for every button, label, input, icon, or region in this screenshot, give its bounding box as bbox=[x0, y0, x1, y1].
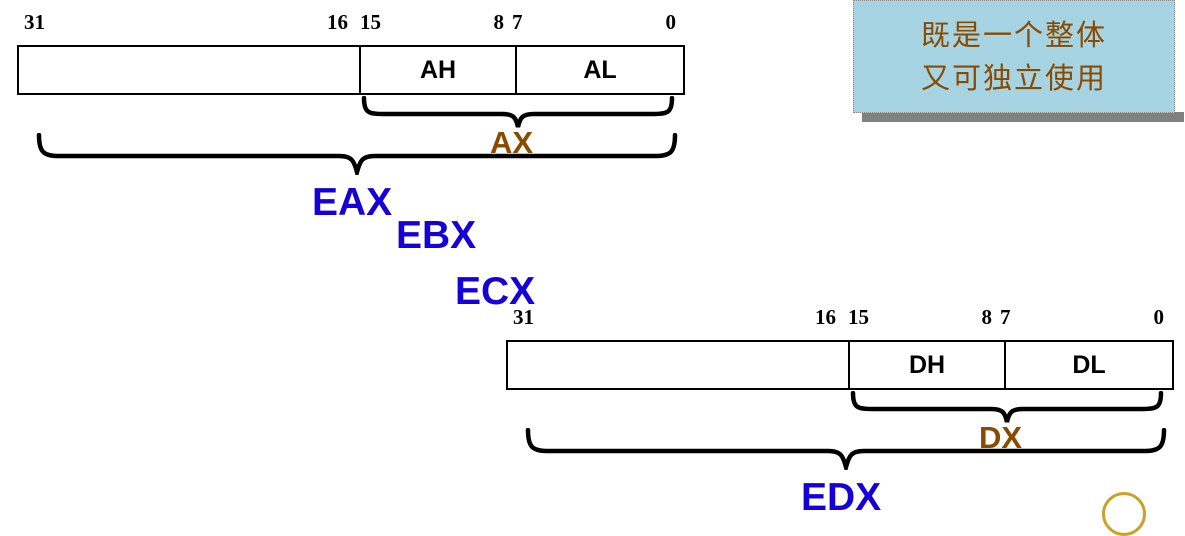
register-cell-al: AL bbox=[583, 55, 617, 84]
bit-label-eax-16: 16 bbox=[327, 10, 348, 34]
brace-edx bbox=[525, 428, 1167, 470]
register-divider-edx-16 bbox=[848, 342, 850, 388]
register-cell-edx-upper bbox=[508, 342, 848, 388]
bit-label-eax-7: 7 bbox=[512, 10, 523, 34]
register-cell-eax-upper bbox=[19, 47, 359, 93]
bit-label-edx-16: 16 bbox=[815, 305, 836, 329]
register-divider-eax-8 bbox=[515, 47, 517, 93]
note-box-shadow bbox=[862, 112, 1184, 122]
group-label-eax: EAX bbox=[312, 181, 393, 224]
bit-label-eax-15: 15 bbox=[360, 10, 381, 34]
brace-ax bbox=[361, 96, 675, 128]
decorative-circle-icon bbox=[1102, 492, 1146, 536]
bit-label-eax-8: 8 bbox=[493, 10, 505, 34]
group-label-dx: DX bbox=[979, 420, 1023, 455]
register-cell-ah: AH bbox=[419, 55, 457, 84]
register-box-edx: DH DL bbox=[506, 340, 1174, 390]
bit-label-edx-31: 31 bbox=[513, 305, 534, 329]
bit-label-edx-0: 0 bbox=[1153, 305, 1165, 329]
register-cell-dl: DL bbox=[1072, 350, 1106, 379]
register-box-eax: AH AL bbox=[17, 45, 685, 95]
register-divider-eax-16 bbox=[359, 47, 361, 93]
register-divider-edx-8 bbox=[1004, 342, 1006, 388]
register-diagram-canvas: 31 16 15 8 7 0 AH AL AX EAX EBX ECX 31 1… bbox=[17, 0, 1184, 536]
group-label-ebx: EBX bbox=[396, 214, 477, 257]
bit-label-edx-7: 7 bbox=[1000, 305, 1011, 329]
bit-label-eax-31: 31 bbox=[24, 10, 45, 34]
register-cell-dh: DH bbox=[908, 350, 946, 379]
group-label-ecx: ECX bbox=[455, 270, 536, 313]
group-label-ax: AX bbox=[490, 125, 534, 160]
bit-label-edx-8: 8 bbox=[981, 305, 993, 329]
group-label-edx: EDX bbox=[801, 476, 882, 519]
note-line-2: 又可独立使用 bbox=[920, 60, 1107, 95]
brace-dx bbox=[850, 391, 1164, 423]
brace-eax bbox=[36, 133, 678, 175]
note-line-1: 既是一个整体 bbox=[920, 18, 1107, 53]
bit-label-eax-0: 0 bbox=[665, 10, 677, 34]
bit-label-edx-15: 15 bbox=[848, 305, 869, 329]
note-box: 既是一个整体 又可独立使用 bbox=[853, 0, 1175, 113]
